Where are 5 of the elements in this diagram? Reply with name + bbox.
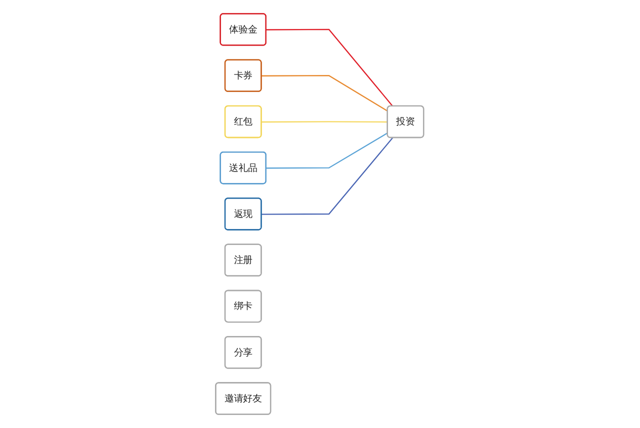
connector: [262, 137, 394, 215]
connector: [262, 121, 388, 123]
connector: [266, 132, 388, 169]
connector: [262, 75, 388, 112]
connector: [266, 28, 394, 107]
